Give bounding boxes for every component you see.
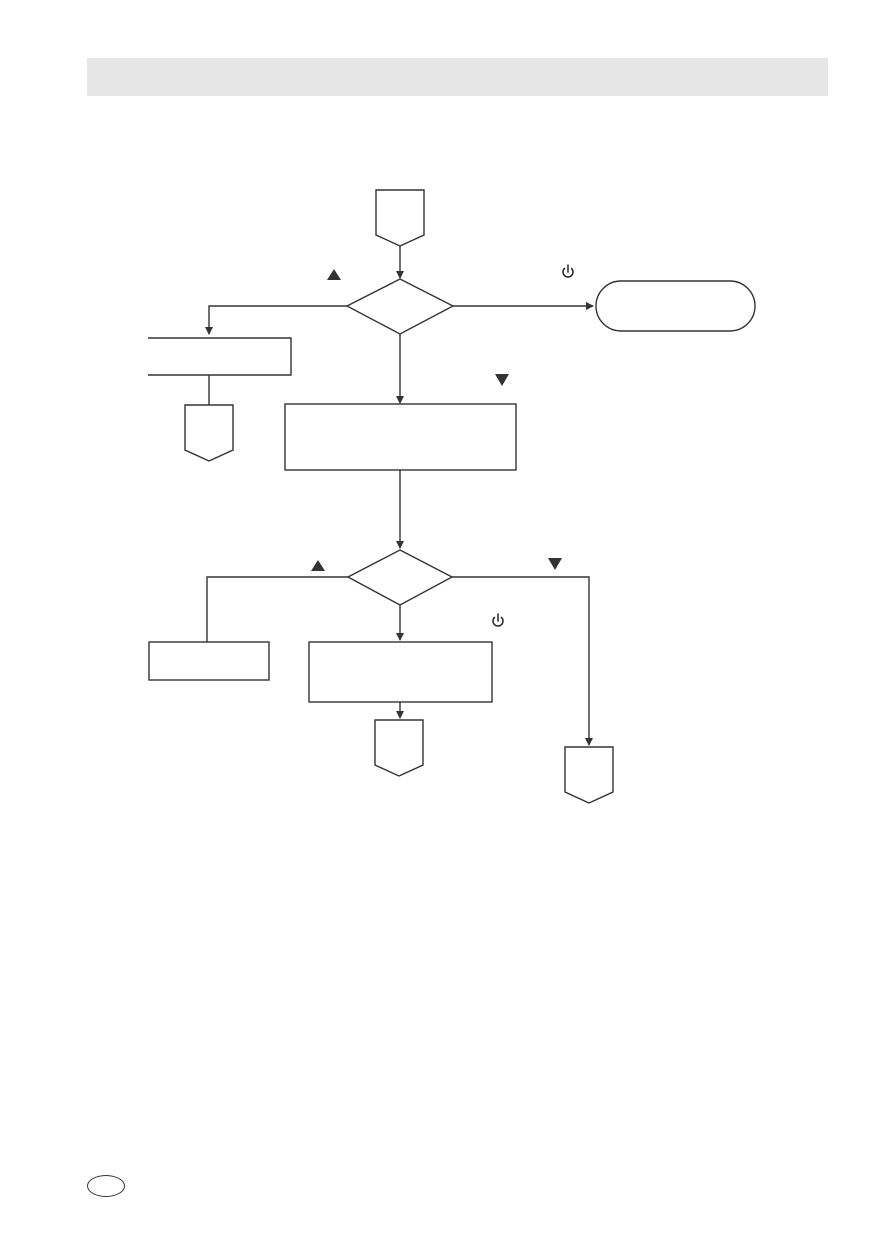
up-arrow-triangle-icon bbox=[311, 560, 325, 571]
connector-line bbox=[452, 576, 593, 746]
start-connector bbox=[375, 189, 425, 247]
page-marker bbox=[87, 1175, 125, 1197]
right-connector bbox=[564, 746, 614, 804]
header-bar bbox=[87, 58, 828, 96]
down-arrow-triangle-icon bbox=[548, 558, 562, 570]
power-icon bbox=[562, 264, 574, 278]
decision-1 bbox=[345, 278, 455, 335]
connector-line bbox=[206, 576, 348, 642]
main-box bbox=[284, 403, 517, 471]
center-connector bbox=[374, 719, 424, 777]
down-arrow-triangle-icon bbox=[495, 374, 509, 386]
left-box-1 bbox=[148, 337, 292, 376]
oval-end bbox=[595, 280, 756, 332]
center-box bbox=[308, 641, 493, 703]
power-icon bbox=[492, 613, 504, 627]
left-connector-1 bbox=[184, 404, 234, 462]
left-box-2 bbox=[148, 641, 270, 681]
up-arrow-triangle-icon bbox=[327, 269, 341, 280]
decision-2 bbox=[346, 549, 454, 606]
connector-line bbox=[205, 305, 347, 335]
